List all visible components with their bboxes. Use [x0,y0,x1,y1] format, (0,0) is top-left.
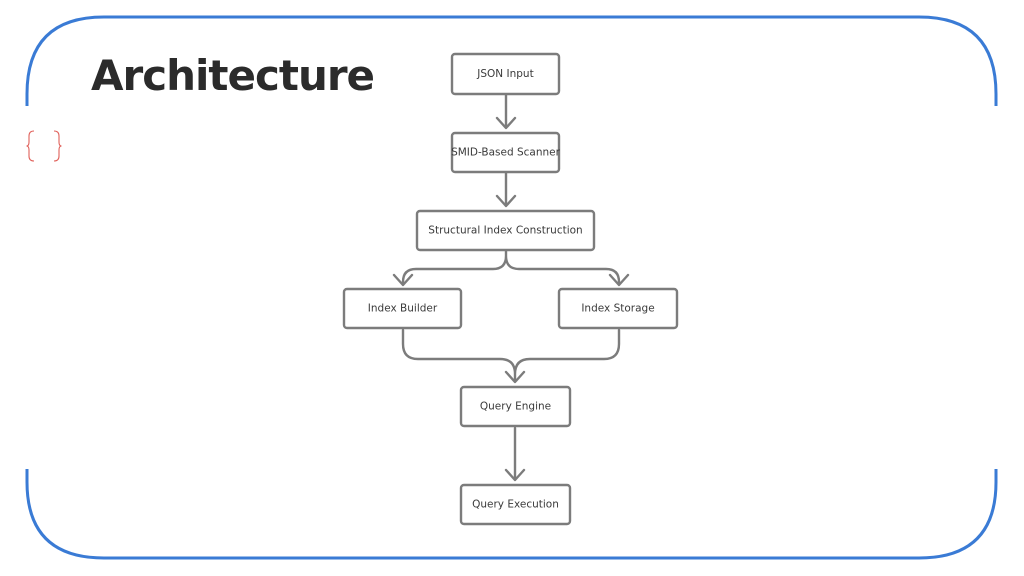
node-json-input: JSON Input [450,52,561,96]
node-query-execution: Query Execution [459,483,572,526]
node-index-builder: Index Builder [342,287,463,330]
node-simd-scanner: SMID-Based Scanner [450,131,561,174]
node-label: Index Builder [368,303,438,315]
node-label: Structural Index Construction [428,225,582,237]
edge-scanner-to-structural-index [495,170,517,208]
edge-structural-index-split [392,248,630,287]
node-label: SMID-Based Scanner [451,147,561,159]
node-label: JSON Input [476,68,533,80]
node-label: Index Storage [581,303,654,315]
edge-index-merge-to-query-engine [401,328,621,384]
edge-json-input-to-scanner [495,92,517,130]
curly-braces-icon [26,130,62,162]
node-label: Query Execution [472,499,559,511]
frame-bottom-border [25,469,998,560]
edge-query-engine-to-execution [504,426,526,482]
node-query-engine: Query Engine [459,385,572,428]
frame-top-border [25,15,998,106]
slide-title: Architecture [91,51,375,100]
node-structural-index-construction: Structural Index Construction [415,209,596,252]
node-label: Query Engine [480,401,551,413]
node-index-storage: Index Storage [557,287,679,330]
